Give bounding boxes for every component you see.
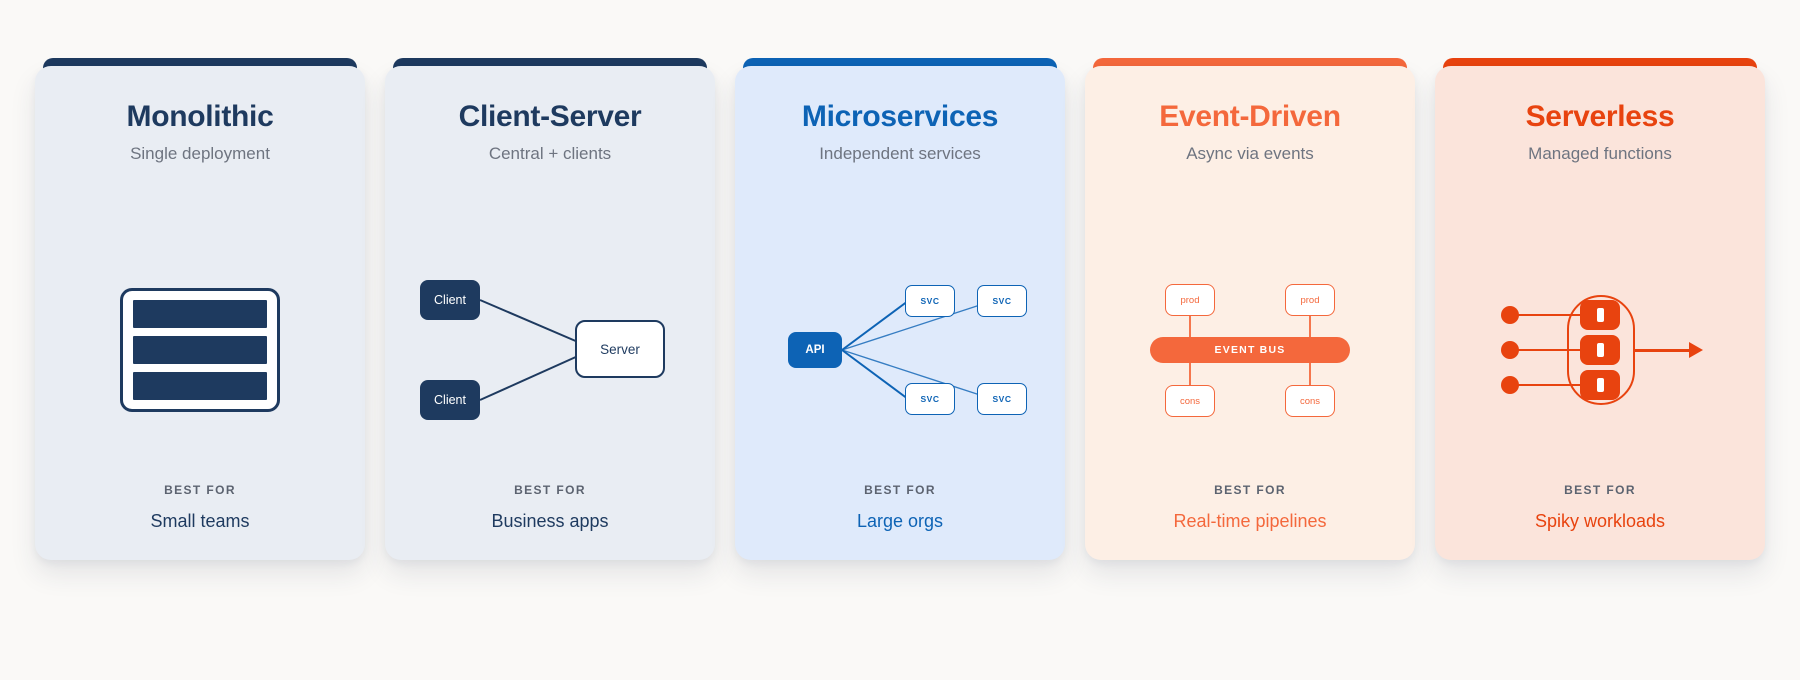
best-for-block: BEST FOR Large orgs: [735, 483, 1065, 532]
service-node: SVC: [905, 285, 955, 317]
event-dot-icon: [1501, 341, 1519, 359]
event-dot-icon: [1501, 376, 1519, 394]
card-event-driven: Event-Driven Async via events prod prod …: [1085, 58, 1415, 560]
consumer-node: cons: [1165, 385, 1215, 417]
connector-line: [1309, 363, 1311, 385]
function-slot: [1596, 378, 1604, 392]
connector-line: [1309, 316, 1311, 337]
service-node: SVC: [977, 285, 1027, 317]
card-title: Client-Server: [458, 100, 642, 133]
best-for-label: BEST FOR: [1564, 483, 1636, 497]
card-title: Monolithic: [126, 100, 274, 133]
connector-line: [1510, 349, 1580, 351]
api-gateway-node: API: [788, 332, 842, 368]
best-for-block: BEST FOR Small teams: [35, 483, 365, 532]
consumer-node: cons: [1285, 385, 1335, 417]
card-body: Client-Server Central + clients Client C…: [385, 66, 715, 560]
connector-line: [1189, 363, 1191, 385]
best-for-label: BEST FOR: [164, 483, 236, 497]
card-title: Microservices: [801, 100, 999, 133]
best-for-label: BEST FOR: [864, 483, 936, 497]
architecture-cards-row: Monolithic Single deployment BEST FOR Sm…: [35, 58, 1765, 560]
service-node: SVC: [905, 383, 955, 415]
card-title: Event-Driven: [1159, 100, 1341, 133]
event-bus: EVENT BUS: [1150, 337, 1350, 363]
function-block-icon: [1580, 300, 1620, 330]
best-for-block: BEST FOR Business apps: [385, 483, 715, 532]
stacked-layers-icon: [120, 288, 280, 412]
client-server-diagram: Client Client Server: [420, 280, 665, 420]
best-for-label: BEST FOR: [514, 483, 586, 497]
best-for-value: Spiky workloads: [1534, 511, 1666, 531]
best-for-value: Real-time pipelines: [1173, 511, 1327, 531]
client-node: Client: [420, 280, 480, 320]
layer-bar: [133, 372, 267, 400]
client-node: Client: [420, 380, 480, 420]
best-for-value: Small teams: [150, 511, 250, 531]
card-serverless: Serverless Managed functions BEST FOR Sp…: [1435, 58, 1765, 560]
event-dot-icon: [1501, 306, 1519, 324]
card-monolithic: Monolithic Single deployment BEST FOR Sm…: [35, 58, 365, 560]
connector-line: [1189, 316, 1191, 337]
card-body: Microservices Independent services API S…: [735, 66, 1065, 560]
best-for-block: BEST FOR Real-time pipelines: [1085, 483, 1415, 532]
function-slot: [1596, 343, 1604, 357]
card-subtitle: Central + clients: [488, 144, 612, 163]
output-arrow-head-icon: [1689, 342, 1703, 358]
best-for-value: Large orgs: [856, 511, 944, 531]
card-body: Monolithic Single deployment BEST FOR Sm…: [35, 66, 365, 560]
function-block-icon: [1580, 370, 1620, 400]
producer-node: prod: [1285, 284, 1335, 316]
best-for-value: Business apps: [491, 511, 609, 531]
card-body: Serverless Managed functions BEST FOR Sp…: [1435, 66, 1765, 560]
card-title: Serverless: [1525, 100, 1675, 133]
event-driven-diagram: prod prod EVENT BUS cons cons: [1150, 284, 1350, 417]
server-node: Server: [575, 320, 665, 378]
microservices-diagram: API SVC SVC SVC SVC: [788, 285, 1028, 415]
card-microservices: Microservices Independent services API S…: [735, 58, 1065, 560]
function-slot: [1596, 308, 1604, 322]
card-body: Event-Driven Async via events prod prod …: [1085, 66, 1415, 560]
layer-bar: [133, 300, 267, 328]
card-subtitle: Independent services: [819, 144, 981, 163]
card-client-server: Client-Server Central + clients Client C…: [385, 58, 715, 560]
producer-node: prod: [1165, 284, 1215, 316]
connector-line: [1510, 314, 1580, 316]
output-arrow-line: [1635, 349, 1691, 352]
function-block-icon: [1580, 335, 1620, 365]
runtime-capsule: [1567, 295, 1635, 405]
card-subtitle: Managed functions: [1528, 144, 1672, 163]
connector-line: [1510, 384, 1580, 386]
card-subtitle: Async via events: [1186, 144, 1314, 163]
connection-lines: [841, 300, 981, 400]
service-node: SVC: [977, 383, 1027, 415]
connection-lines: [479, 299, 579, 401]
card-subtitle: Single deployment: [130, 144, 270, 163]
layer-bar: [133, 336, 267, 364]
best-for-label: BEST FOR: [1214, 483, 1286, 497]
best-for-block: BEST FOR Spiky workloads: [1435, 483, 1765, 532]
serverless-functions-icon: [1492, 295, 1707, 405]
